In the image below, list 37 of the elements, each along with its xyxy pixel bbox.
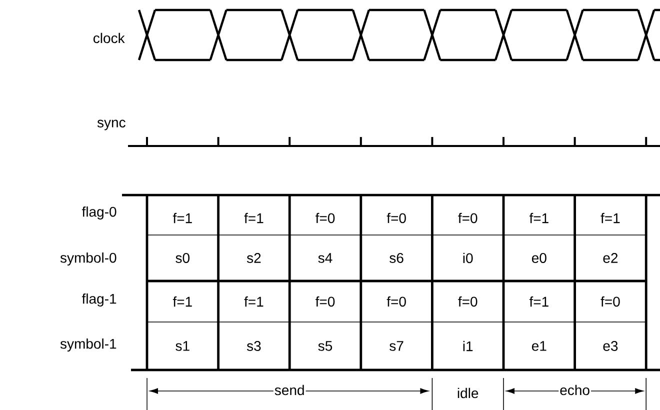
signal-label: sync: [97, 120, 126, 130]
table-cell: f=0: [386, 212, 406, 224]
table-cell: s5: [318, 341, 332, 351]
table-cell: f=1: [244, 212, 264, 224]
table-cell: f=0: [316, 212, 335, 224]
row-label: symbol-1: [60, 338, 116, 352]
table-cell: f=0: [458, 296, 478, 307]
row-label: symbol-0: [60, 252, 116, 266]
table-cell: s4: [318, 253, 332, 263]
table-cell: e1: [532, 341, 546, 351]
phase-label: echo: [558, 384, 591, 396]
table-cell: f=1: [172, 212, 192, 224]
signal-label: clock: [94, 32, 125, 44]
phase-label: send: [273, 384, 306, 396]
table-cell: f=0: [458, 212, 478, 224]
phase-label: idle: [458, 388, 478, 398]
row-label: flag-1: [82, 293, 116, 307]
table-cell: f=1: [172, 296, 192, 307]
table-cell: f=1: [600, 212, 620, 224]
table-cell: f=1: [529, 212, 548, 224]
table-cell: i0: [463, 252, 473, 264]
table-cell: s0: [176, 253, 190, 263]
table-cell: s2: [246, 253, 261, 263]
table-cell: f=0: [386, 296, 406, 307]
table-cell: i1: [463, 340, 473, 352]
row-label: flag-0: [82, 206, 116, 220]
table-cell: s7: [390, 341, 404, 351]
table-cell: f=0: [600, 296, 620, 307]
table-cell: f=0: [316, 296, 335, 307]
table-cell: e0: [532, 253, 546, 263]
table-cell: s6: [390, 253, 404, 263]
table-cell: s1: [176, 341, 190, 351]
table-cell: e3: [603, 341, 618, 351]
table-cell: f=1: [244, 296, 264, 307]
table-cell: s3: [246, 341, 261, 351]
table-cell: e2: [603, 253, 618, 263]
table-cell: f=1: [529, 296, 548, 307]
